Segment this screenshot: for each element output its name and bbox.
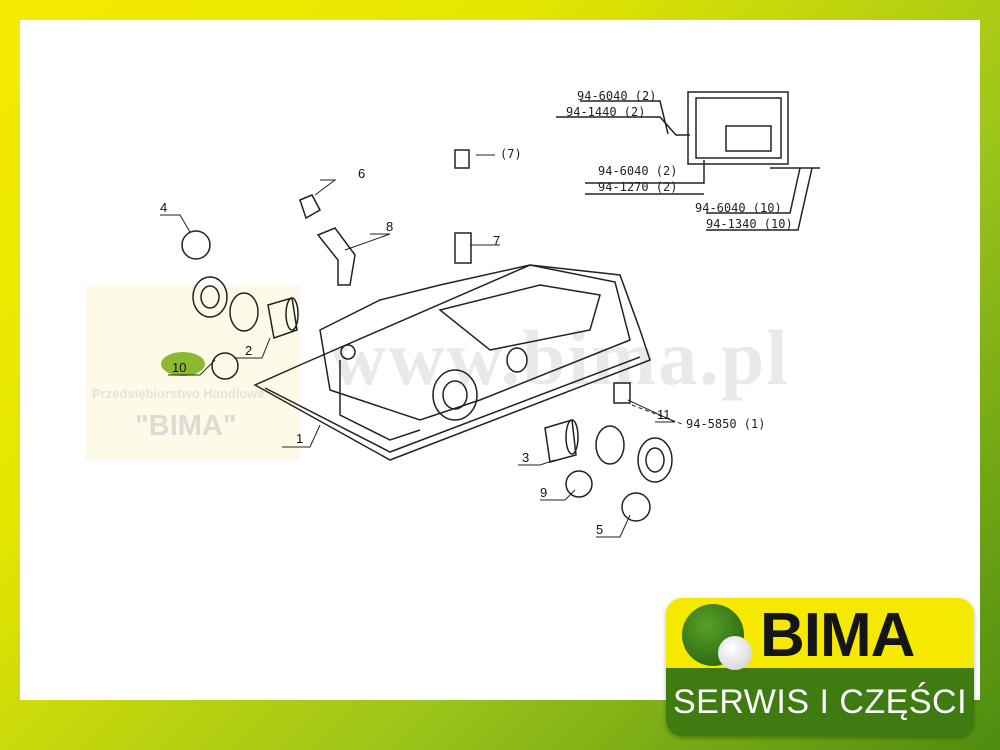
small-parts	[181, 149, 673, 522]
callout-94-5850: 94-5850 (1)	[686, 417, 765, 431]
callout-94-1340: 94-1340 (10)	[706, 217, 793, 231]
watermark-company-line: Przedsiębiorstwo Handlowe	[92, 386, 265, 401]
part-label-7-ref: (7)	[500, 147, 522, 161]
callout-94-1270: 94-1270 (2)	[598, 180, 677, 194]
part-label-9: 9	[540, 485, 547, 500]
part-label-7: 7	[493, 233, 500, 248]
part-label-2: 2	[245, 343, 252, 358]
part-label-10: 10	[172, 360, 186, 375]
part-label-3: 3	[522, 450, 529, 465]
part-label-1: 1	[296, 431, 303, 446]
callout-94-6040-2b: 94-6040 (2)	[598, 164, 677, 178]
bima-logo: BIMA SERWIS I CZĘŚCI	[666, 598, 974, 736]
part-label-4: 4	[160, 200, 167, 215]
part-label-11: 11	[657, 407, 671, 422]
logo-name: BIMA	[760, 601, 915, 670]
part-label-6: 6	[358, 166, 365, 181]
leader-lines	[160, 154, 683, 538]
cover-plate	[556, 91, 820, 231]
callout-94-6040-2a: 94-6040 (2)	[577, 89, 656, 103]
part-label-5: 5	[596, 522, 603, 537]
part-10-highlight	[161, 352, 205, 376]
logo-tagline: SERWIS I CZĘŚCI	[672, 682, 968, 721]
housing-part-1	[253, 264, 651, 461]
part-label-8: 8	[386, 219, 393, 234]
callout-94-1440: 94-1440 (2)	[566, 105, 645, 119]
watermark-url: www.bima.pl	[330, 314, 790, 401]
watermark-company-name: "BIMA"	[135, 410, 237, 442]
logo-small-ball-icon	[718, 636, 752, 670]
callout-94-6040-10: 94-6040 (10)	[695, 201, 782, 215]
